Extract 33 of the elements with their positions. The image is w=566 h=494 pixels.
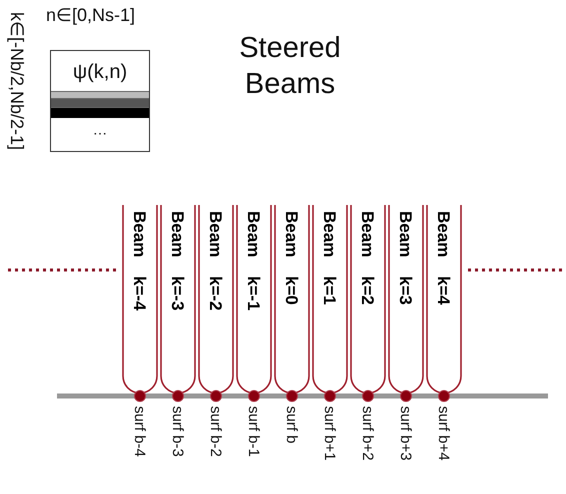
surface-point <box>400 390 412 402</box>
beam-label: Beam k=-3 <box>167 211 187 311</box>
surface-label: surf b+1 <box>321 406 338 461</box>
beam-label: Beam k=0 <box>281 211 301 305</box>
surface-label: surf b-4 <box>131 406 148 457</box>
beam-label: Beam k=1 <box>319 211 339 305</box>
surface-point <box>438 390 450 402</box>
surface-label: surf b+2 <box>359 406 376 461</box>
axis-label: k∈[-Nb/2,Nb/2-1] <box>6 12 28 150</box>
beam-label: Beam k=4 <box>433 211 453 305</box>
surface-point <box>286 390 298 402</box>
axis-label: n∈[0,Ns-1] <box>46 4 136 26</box>
surface-label: surf b+3 <box>397 406 414 461</box>
surface-label: surf b-3 <box>169 406 186 457</box>
matrix-label: ψ(k,n) <box>72 61 128 84</box>
beam-label: Beam k=-1 <box>243 211 263 311</box>
surface-label: surf b <box>283 406 300 444</box>
surface-point <box>362 390 374 402</box>
surface-point <box>210 390 222 402</box>
beam-label: Beam k=2 <box>357 211 377 305</box>
surface-point <box>324 390 336 402</box>
surface-label: surf b+4 <box>435 406 452 461</box>
beam-label: Beam k=3 <box>395 211 415 305</box>
surface-point <box>172 390 184 402</box>
surface-point <box>248 390 260 402</box>
ellipsis: ⋯ <box>92 125 108 141</box>
beam-label: Beam k=-2 <box>205 211 225 311</box>
title: Steered Beams <box>238 31 342 102</box>
surface-point <box>134 390 146 402</box>
surface-label: surf b-1 <box>245 406 262 457</box>
surface-label: surf b-2 <box>207 406 224 457</box>
beam-label: Beam k=-4 <box>129 211 149 311</box>
matrix-box <box>50 50 150 152</box>
